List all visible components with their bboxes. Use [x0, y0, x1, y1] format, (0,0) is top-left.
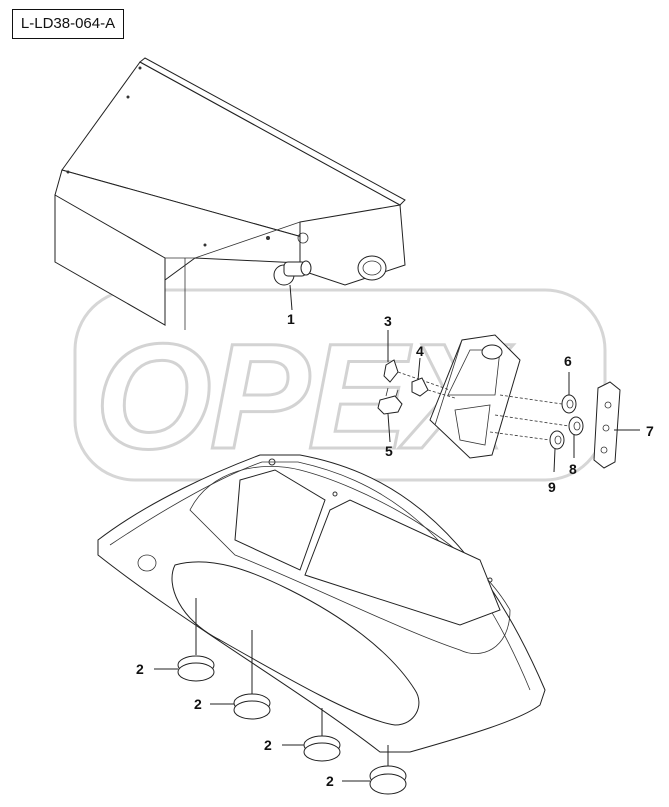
upper-housing	[54, 57, 406, 330]
lower-hood-panel	[97, 454, 546, 753]
callout-4: 4	[416, 343, 424, 359]
callout-7: 7	[646, 423, 654, 439]
part-7-plate	[593, 381, 640, 469]
part-9-grommet	[489, 430, 565, 473]
callout-2b: 2	[194, 696, 202, 712]
part-8-grommet	[494, 414, 584, 458]
callout-5: 5	[385, 443, 393, 459]
part-6-grommet	[499, 372, 577, 414]
callout-1: 1	[287, 311, 295, 327]
callout-2c: 2	[264, 737, 272, 753]
part-2-rings	[154, 598, 407, 795]
callout-2a: 2	[136, 661, 144, 677]
part-1-fitting	[273, 260, 312, 311]
callout-3: 3	[384, 313, 392, 329]
callout-8: 8	[569, 461, 577, 477]
callout-9: 9	[548, 479, 556, 495]
part-4-clip	[411, 357, 456, 399]
mounting-bracket	[429, 334, 521, 459]
callout-6: 6	[564, 353, 572, 369]
part-5-clip	[377, 387, 403, 443]
callout-2d: 2	[326, 773, 334, 789]
diagram-reference-code: L-LD38-064-A	[12, 9, 124, 39]
